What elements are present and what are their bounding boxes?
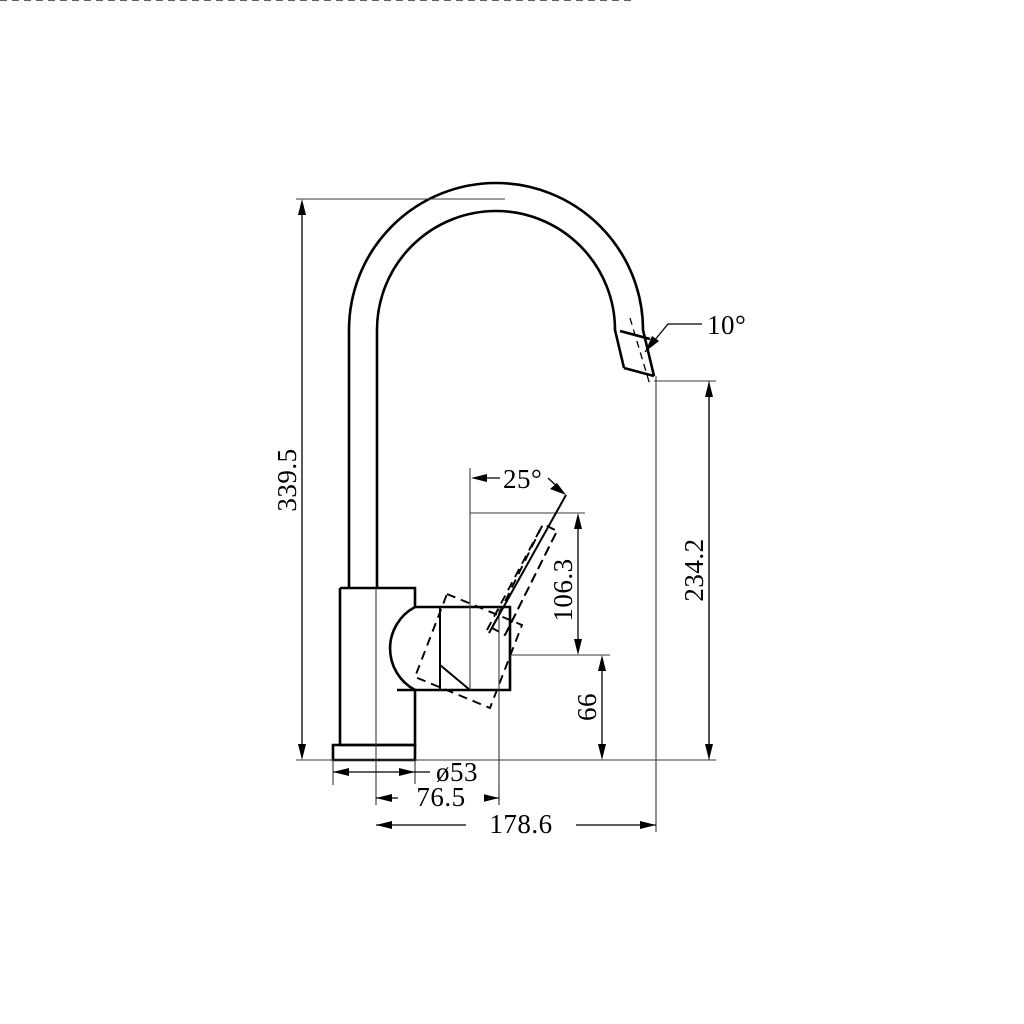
annotation-spout-angle: 10°: [0, 0, 746, 386]
cartridge-dome-profile: [388, 605, 416, 692]
arrowhead-10deg: [645, 336, 659, 352]
dim-label-234: 234.2: [679, 538, 709, 601]
spout-outer-profile: [347, 181, 656, 588]
arrowhead-d53-right: [399, 768, 415, 776]
dimension-handle-raised-height: 106.3: [548, 513, 582, 655]
arrowhead-25deg-right: [550, 483, 566, 495]
arrowhead-66-top: [598, 655, 606, 671]
arrowhead-66-bottom: [598, 744, 606, 760]
handle-linkage-dashed-2: [504, 530, 558, 636]
arrowhead-106-bottom: [574, 639, 582, 655]
base-flange: [331, 743, 417, 762]
handle-raised-axis-line: [488, 494, 567, 634]
faucet-body-geometry: [331, 181, 656, 762]
handle-linkage-dashed: [486, 523, 544, 631]
dim-label-339: 339.5: [272, 448, 302, 511]
arrowhead-1786-right: [640, 821, 656, 829]
annotation-handle-angle: 25°: [471, 464, 567, 634]
dim-label-1786: 178.6: [489, 809, 552, 839]
arrowhead-765-left: [376, 794, 392, 802]
arrowhead-106-top: [574, 513, 582, 529]
arrowhead-d53-left: [333, 768, 349, 776]
dim-label-106: 106.3: [548, 558, 578, 621]
dimension-spout-height: 234.2: [679, 381, 713, 760]
annotation-label-10deg: 10°: [707, 310, 746, 340]
arrowhead-234-bottom: [705, 744, 713, 760]
handle-hub-block: [415, 605, 512, 692]
arrowhead-339-bottom: [298, 744, 306, 760]
spout-outlet-end-face: [623, 366, 655, 378]
arrowhead-1786-left: [376, 821, 392, 829]
body-column-top: [340, 586, 417, 607]
handle-lever-raised-outline: [490, 522, 559, 637]
dimension-overall-height: 339.5: [272, 199, 306, 760]
dim-label-765-mask: [398, 784, 484, 812]
handle-hub-rotated-outline: [413, 592, 524, 710]
annotation-label-25deg: 25°: [503, 464, 542, 494]
handle-hub-lower-edge: [439, 662, 471, 691]
extension-lines: [296, 198, 716, 832]
dimension-handle-pivot-height: 66: [572, 655, 606, 760]
dimension-base-diameter: ø53: [333, 757, 478, 787]
spout-inner-profile: [375, 209, 626, 588]
dim-label-66: 66: [572, 693, 602, 721]
dim-label-765: 76.5: [416, 782, 465, 812]
dimension-overall-reach: 178.6: [376, 809, 656, 839]
arrowhead-339-top: [298, 199, 306, 215]
dim-label-1786-mask: [466, 811, 576, 839]
arrowhead-765-right: [483, 794, 499, 802]
body-column-outline: [338, 588, 417, 747]
dimension-spout-offset: 76.5: [376, 782, 499, 812]
dim-label-d53: ø53: [436, 757, 478, 787]
arrowhead-25deg-left: [471, 474, 487, 482]
arrowhead-234-top: [705, 381, 713, 397]
